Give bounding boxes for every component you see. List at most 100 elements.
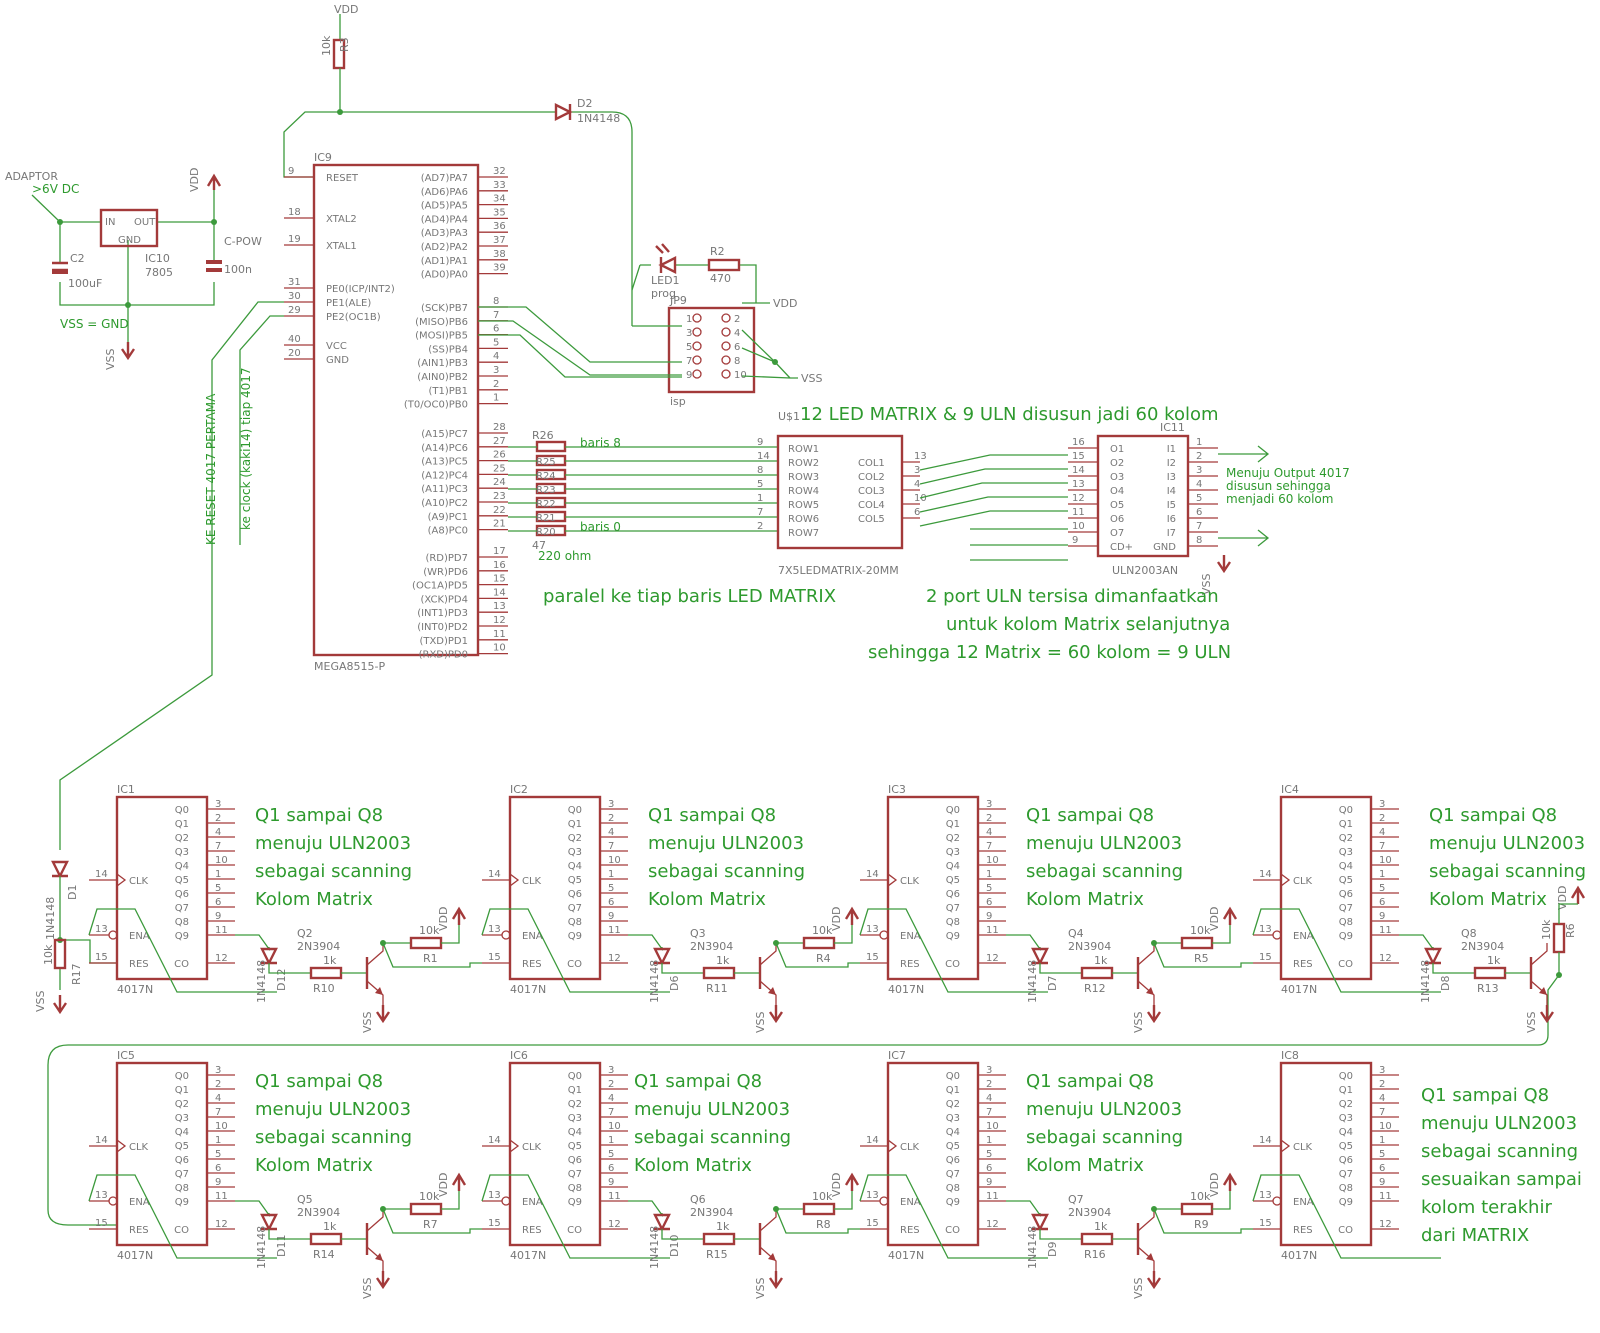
ic4017-co-name: CO [945, 1225, 960, 1236]
jp9-pin-num: 5 [686, 342, 692, 353]
ic9-right-pin-num: 38 [493, 249, 506, 260]
ic4017-clk-num: 14 [95, 1135, 108, 1146]
base-resistor-value: 1k [323, 1220, 337, 1233]
base-resistor-value: 1k [716, 954, 730, 967]
ic4017-output-name: Q4 [175, 1127, 189, 1138]
emitter-arrow [768, 987, 776, 995]
scan-note-line: Kolom Matrix [1429, 889, 1547, 910]
ic4017-output-name: Q9 [946, 1197, 960, 1208]
vdd-arrow-icon [1222, 906, 1238, 925]
collector-vdd-label: VDD [830, 907, 843, 931]
matrix-title-note: 12 LED MATRIX & 9 ULN disusun jadi 60 ko… [800, 404, 1219, 425]
base-resistor [1080, 966, 1114, 980]
jp9-pin [692, 313, 702, 323]
ic4017-output-name: Q5 [946, 875, 960, 886]
first-reset-network: 1N4148 D1 10k R17 VSS [34, 860, 117, 1015]
vss-arrow-icon [1147, 1005, 1161, 1024]
ic4017-output-name: Q9 [175, 931, 189, 942]
scan-note-line: Q1 sampai Q8 [1026, 805, 1154, 826]
ic4017-ena-bubble [108, 1196, 118, 1206]
chain-wire [382, 942, 482, 968]
ic4017-res-num: 15 [1259, 952, 1272, 963]
ic4017-output-name: Q2 [1339, 1099, 1353, 1110]
transistor-vss-label: VSS [1525, 1011, 1538, 1033]
ic9-right-pin-num: 14 [493, 587, 506, 598]
d1-diode [51, 860, 69, 879]
ic4017-ena-bubble [108, 930, 118, 940]
collector-resistor-name: R9 [1194, 1218, 1209, 1231]
transistor-leads [1137, 1209, 1155, 1271]
stage-ic2: IC24017NQ03Q12Q24Q37Q410Q51Q65Q76Q89Q911… [481, 783, 860, 1033]
ic9-right-pin-name: (RXD)PD0 [419, 650, 468, 661]
scan-note-line: Q1 sampai Q8 [648, 805, 776, 826]
ic9-right-pin-name: (AD6)PA6 [421, 187, 468, 198]
ic9-right-pin-name: (INT1)PD3 [417, 608, 468, 619]
vss-gnd-note: VSS = GND [60, 317, 129, 331]
ic4017-ena-num: 13 [866, 924, 879, 935]
vdd-wire [834, 925, 853, 944]
ic4017-output-name: Q1 [568, 819, 582, 830]
ic4017-output-num: 11 [608, 925, 621, 936]
ic4017-co-name: CO [567, 959, 582, 970]
uln-right-pin-name: I3 [1167, 472, 1176, 483]
ic4017-co-name: CO [567, 1225, 582, 1236]
uln-right-pin-name: I5 [1167, 500, 1176, 511]
ic4017-output-name: Q3 [568, 847, 582, 858]
ic4017-clk-line [860, 873, 898, 887]
transistor-part: 2N3904 [297, 1206, 340, 1219]
ic4017-output-num: 7 [986, 1107, 992, 1118]
ic4017-body [886, 1061, 980, 1247]
transistor-leads [1137, 943, 1155, 1005]
jp9-pin [721, 369, 731, 379]
ic9-right-pin-num: 33 [493, 180, 506, 191]
ic4017-output-num: 7 [215, 841, 221, 852]
matrix-row-num: 9 [757, 437, 763, 448]
ic4017-output-num: 5 [608, 1149, 614, 1160]
base-resistor-value: 1k [323, 954, 337, 967]
uln-vss-arrow-icon [1217, 555, 1231, 574]
ic4017-res-name: RES [129, 959, 149, 970]
ic4017-output-num: 6 [986, 1163, 992, 1174]
ic9-right-pin-name: (A13)PC5 [421, 457, 468, 468]
ic9-left-pin-name: XTAL1 [326, 241, 357, 252]
vss-arrow-icon [121, 342, 135, 361]
ic9-right-pins: 32(AD7)PA733(AD6)PA634(AD5)PA535(AD4)PA4… [404, 166, 508, 661]
uln-right-pin-num: 6 [1196, 507, 1202, 518]
ic9-right-pin-name: (A8)PC0 [428, 526, 468, 537]
uln-left-pin-num: 11 [1072, 507, 1085, 518]
ic4017-part: 4017N [117, 1249, 153, 1262]
counter-stages: IC14017NQ03Q12Q24Q37Q410Q51Q65Q76Q89Q911… [88, 783, 1586, 1299]
ic4017-output-num: 10 [1379, 1121, 1392, 1132]
led1-name: LED1 [651, 274, 680, 287]
base-resistor-name: R13 [1477, 982, 1499, 995]
jp9-pin-num: 3 [686, 328, 692, 339]
ic4017-output-num: 11 [986, 925, 999, 936]
ic4017-output-num: 3 [608, 1065, 614, 1076]
jp9-pin-num: 6 [734, 342, 740, 353]
d1-name: D1 [66, 885, 79, 900]
collector-resistor-value: 10k [1190, 1190, 1211, 1203]
ic4017-output-name: Q3 [568, 1113, 582, 1124]
ic9-body [312, 163, 480, 657]
resistor-pack-label: R20 [536, 527, 556, 538]
transistor-name: Q2 [297, 927, 313, 940]
ic4017-output-num: 2 [1379, 1079, 1385, 1090]
ic4017-output-name: Q4 [568, 861, 582, 872]
r6-resistor [1552, 922, 1566, 954]
ic9-right-pin-name: (AD2)PA2 [421, 242, 468, 253]
transistor-vss-label: VSS [361, 1011, 374, 1033]
ic9-right-pin-num: 11 [493, 629, 506, 640]
uln-right-pin-num: 7 [1196, 521, 1202, 532]
ic4017-body [115, 1061, 209, 1247]
ena-wire [481, 908, 670, 993]
scan-note-line: sebagai scanning [255, 1127, 412, 1148]
base-resistor-name: R16 [1084, 1248, 1106, 1261]
ic4017-ena-name: ENA [1293, 931, 1314, 942]
ic4017-output-num: 4 [986, 827, 992, 838]
ic4017-clk-line [1253, 1139, 1291, 1153]
base-wire [1039, 963, 1082, 974]
ic4017-clk-line [89, 873, 127, 887]
ic4017-ena-bubble [1272, 930, 1282, 940]
ic4017-part: 4017N [888, 1249, 924, 1262]
base-resistor-name: R14 [313, 1248, 335, 1261]
